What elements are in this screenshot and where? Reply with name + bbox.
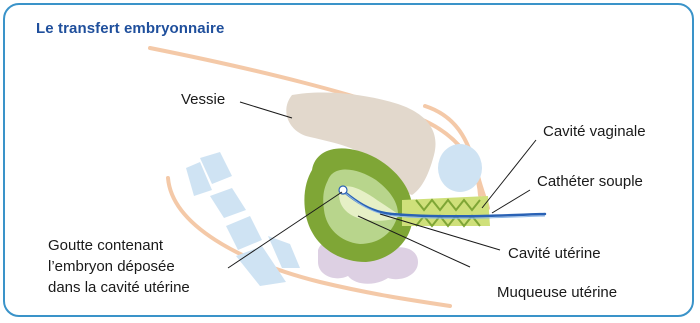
- label-muqueuse-uterine: Muqueuse utérine: [497, 284, 617, 301]
- label-cavite-uterine: Cavité utérine: [508, 245, 601, 262]
- spine-block-3: [210, 188, 246, 218]
- label-catheter-souple: Cathéter souple: [537, 173, 643, 190]
- label-goutte-line2: l’embryon déposée: [48, 258, 175, 275]
- leader-vessie: [240, 102, 292, 118]
- pubic-bone: [438, 144, 482, 192]
- leader-catheter: [492, 190, 530, 213]
- label-goutte-line3: dans la cavité utérine: [48, 279, 190, 296]
- label-cavite-vaginale: Cavité vaginale: [543, 123, 646, 140]
- figure-title: Le transfert embryonnaire: [36, 20, 224, 37]
- label-vessie: Vessie: [181, 91, 225, 108]
- leader-cavite-vaginale: [482, 140, 536, 208]
- spine-block-4: [226, 216, 262, 250]
- label-goutte-line1: Goutte contenant: [48, 237, 164, 254]
